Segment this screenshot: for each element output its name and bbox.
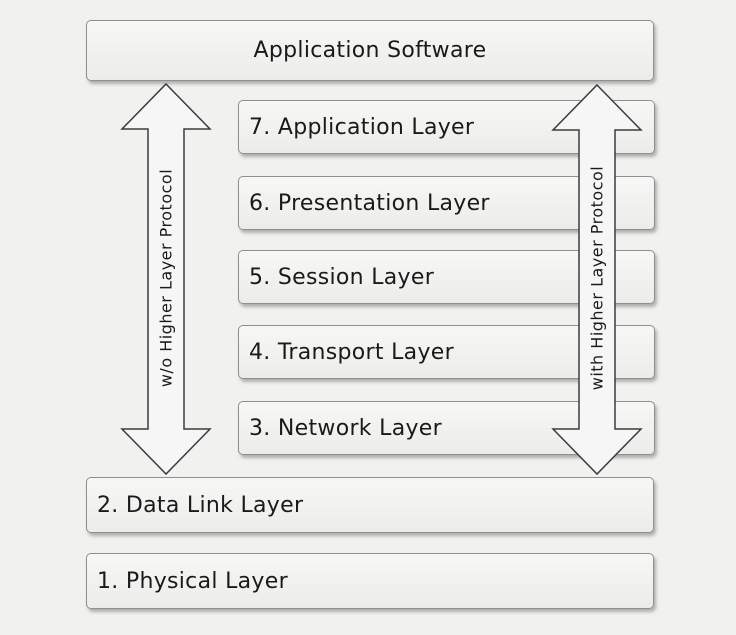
application-software-box: Application Software — [86, 20, 654, 81]
layer-1-label: 1. Physical Layer — [97, 568, 288, 594]
application-software-label: Application Software — [253, 38, 487, 63]
layer-5-label: 5. Session Layer — [249, 264, 435, 290]
right-double-arrow-icon — [551, 83, 643, 476]
right-arrow-label: with Higher Layer Protocol — [587, 165, 607, 391]
layer-2-box: 2. Data Link Layer — [86, 477, 654, 533]
layer-4-label: 4. Transport Layer — [249, 339, 454, 365]
layer-3-label: 3. Network Layer — [249, 415, 442, 441]
left-arrow-label: w/o Higher Layer Protocol — [156, 168, 176, 388]
layer-1-box: 1. Physical Layer — [86, 553, 654, 609]
layer-7-label: 7. Application Layer — [249, 114, 475, 140]
layer-6-label: 6. Presentation Layer — [249, 190, 490, 216]
layer-2-label: 2. Data Link Layer — [97, 492, 304, 518]
left-double-arrow-icon — [120, 82, 212, 476]
